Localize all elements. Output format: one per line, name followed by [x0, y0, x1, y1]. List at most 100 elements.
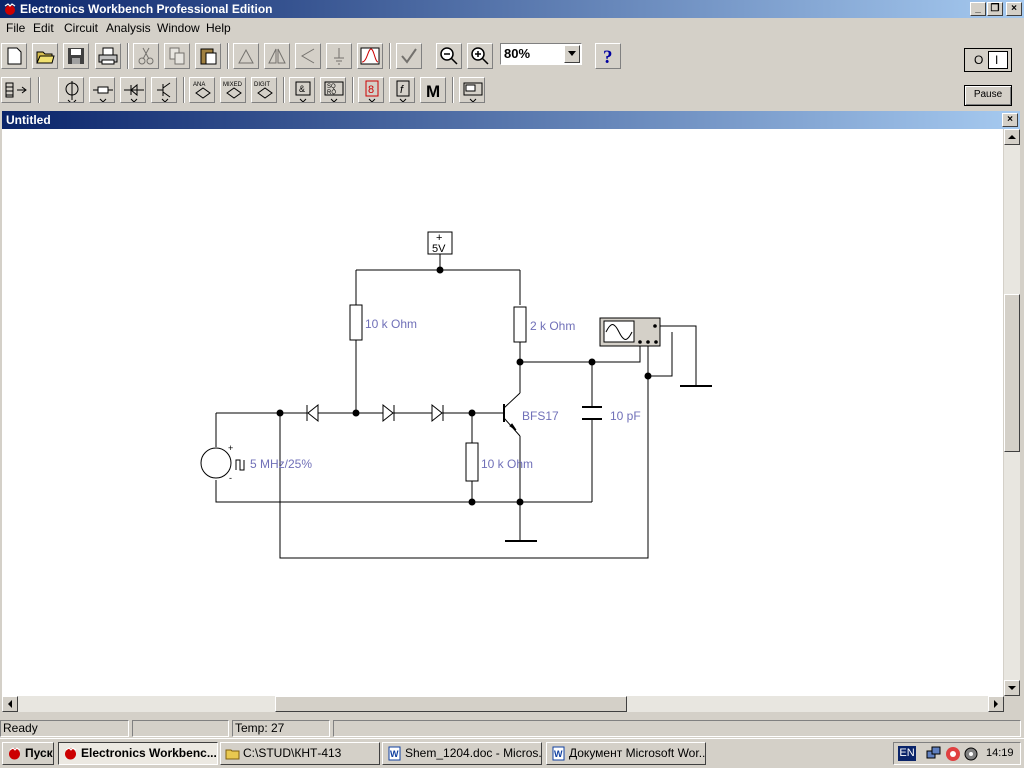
mixed-ic-icon: MIXED — [223, 82, 243, 99]
new-button[interactable] — [1, 43, 27, 69]
system-tray: EN 14:19 — [893, 742, 1021, 765]
task-word-document-1[interactable]: W Shem_1204.doc - Micros... — [382, 742, 542, 765]
miscellaneous-bin-button[interactable]: M — [420, 77, 446, 103]
zoom-in-button[interactable] — [467, 43, 493, 69]
menu-edit[interactable]: Edit — [33, 21, 54, 35]
horizontal-scrollbar[interactable] — [2, 696, 1004, 712]
speaker-icon[interactable] — [963, 746, 979, 762]
scroll-right-button[interactable] — [988, 696, 1004, 712]
scroll-left-button[interactable] — [2, 696, 18, 712]
flip-vertical-button[interactable] — [295, 43, 321, 69]
print-button[interactable] — [95, 43, 121, 69]
menu-file[interactable]: File — [6, 21, 26, 35]
document-close-button[interactable]: × — [1002, 113, 1018, 127]
zoom-dropdown[interactable]: 80% — [500, 43, 582, 65]
sources-bin-button[interactable] — [58, 77, 84, 103]
cut-button[interactable] — [133, 43, 159, 69]
circuit-schematic[interactable]: + 5V + - — [2, 129, 1003, 696]
menu-window[interactable]: Window — [157, 21, 200, 35]
scroll-up-button[interactable] — [1004, 129, 1020, 145]
logic-gates-bin-button[interactable]: & — [289, 77, 315, 103]
status-bar: Ready Temp: 27 — [0, 718, 1024, 738]
diodes-bin-button[interactable] — [120, 77, 146, 103]
svg-text:DIGIT: DIGIT — [254, 82, 270, 88]
start-logo-icon — [9, 747, 21, 760]
wire-to-scope-b — [279, 346, 649, 559]
controls-bin-button[interactable]: f — [389, 77, 415, 103]
supply-box — [427, 231, 453, 255]
vertical-scroll-thumb[interactable] — [1004, 294, 1020, 452]
svg-text:+: + — [228, 443, 233, 453]
paste-button[interactable] — [195, 43, 221, 69]
component-properties-button[interactable] — [396, 43, 422, 69]
horizontal-scroll-thumb[interactable] — [275, 696, 627, 712]
toolbar-separator — [183, 77, 185, 103]
power-switch[interactable]: O I — [964, 48, 1012, 72]
status-panel-empty — [132, 720, 229, 737]
label-r-base: 10 k Ohm — [365, 317, 417, 331]
save-button[interactable] — [63, 43, 89, 69]
restore-button[interactable]: ❐ — [987, 2, 1003, 16]
svg-text:&: & — [299, 84, 305, 94]
clock: 14:19 — [986, 747, 1014, 759]
language-indicator[interactable]: EN — [898, 746, 916, 761]
copy-button[interactable] — [164, 43, 190, 69]
status-temperature: Temp: 27 — [232, 720, 330, 737]
menu-help[interactable]: Help — [206, 21, 231, 35]
logic-gate-icon: & — [295, 81, 311, 102]
app-icon[interactable] — [3, 2, 17, 16]
toolbar-separator — [227, 43, 229, 69]
task-word-document-2[interactable]: W Документ Microsoft Wor... — [546, 742, 706, 765]
scroll-down-button[interactable] — [1004, 680, 1020, 696]
svg-text:RQ: RQ — [327, 90, 336, 96]
scissors-icon — [138, 47, 154, 65]
favorites-bin-icon — [5, 82, 27, 98]
basic-bin-button[interactable] — [89, 77, 115, 103]
flip-vertical-icon — [301, 48, 315, 64]
indicators-bin-button[interactable]: 8 — [358, 77, 384, 103]
minimize-button[interactable]: _ — [970, 2, 986, 16]
zoom-out-icon — [440, 47, 458, 65]
mixed-ics-bin-button[interactable]: MIXED — [220, 77, 246, 103]
open-button[interactable] — [32, 43, 58, 69]
svg-text:W: W — [390, 749, 399, 759]
transistors-bin-button[interactable] — [151, 77, 177, 103]
instruments-bin-button[interactable] — [459, 77, 485, 103]
start-button[interactable]: Пуск — [2, 742, 54, 765]
close-button[interactable]: × — [1006, 2, 1022, 16]
menu-analysis[interactable]: Analysis — [106, 21, 151, 35]
help-button[interactable]: ? — [595, 43, 621, 69]
analog-ics-bin-button[interactable]: ANA — [189, 77, 215, 103]
diode-3 — [431, 403, 444, 423]
vertical-scrollbar[interactable] — [1004, 129, 1020, 696]
pulse-source — [200, 447, 245, 479]
chevron-down-icon[interactable] — [564, 45, 580, 63]
flip-horizontal-button[interactable] — [264, 43, 290, 69]
task-explorer-folder[interactable]: C:\STUD\КНТ-413 — [220, 742, 380, 765]
copy-icon — [169, 47, 185, 65]
menu-circuit[interactable]: Circuit — [64, 21, 99, 35]
wire-scope-ground — [660, 325, 712, 387]
label-transistor: BFS17 — [522, 409, 559, 423]
digital-ics-bin-button[interactable]: DIGIT — [251, 77, 277, 103]
pause-button[interactable]: Pause — [964, 85, 1012, 106]
printer-icon — [98, 47, 118, 65]
seven-segment-icon: 8 — [365, 80, 379, 102]
circuit-canvas[interactable]: + 5V + - — [2, 129, 1003, 696]
network-icon[interactable] — [926, 746, 942, 762]
favorites-bin-button[interactable] — [1, 77, 31, 103]
zoom-out-button[interactable] — [436, 43, 462, 69]
subcircuit-button[interactable] — [326, 43, 352, 69]
graph-button[interactable] — [357, 43, 383, 69]
power-on-label: I — [995, 53, 999, 67]
analog-ic-icon: ANA — [193, 82, 211, 99]
capacitor-10pf — [582, 406, 602, 420]
folder-icon — [225, 749, 240, 760]
svg-text:?: ? — [603, 47, 613, 66]
svg-text:ANA: ANA — [193, 82, 205, 88]
task-electronics-workbench[interactable]: Electronics Workbenc... — [58, 742, 218, 765]
antivirus-icon[interactable] — [945, 746, 961, 762]
diode-2 — [382, 403, 395, 423]
rotate-button[interactable] — [233, 43, 259, 69]
